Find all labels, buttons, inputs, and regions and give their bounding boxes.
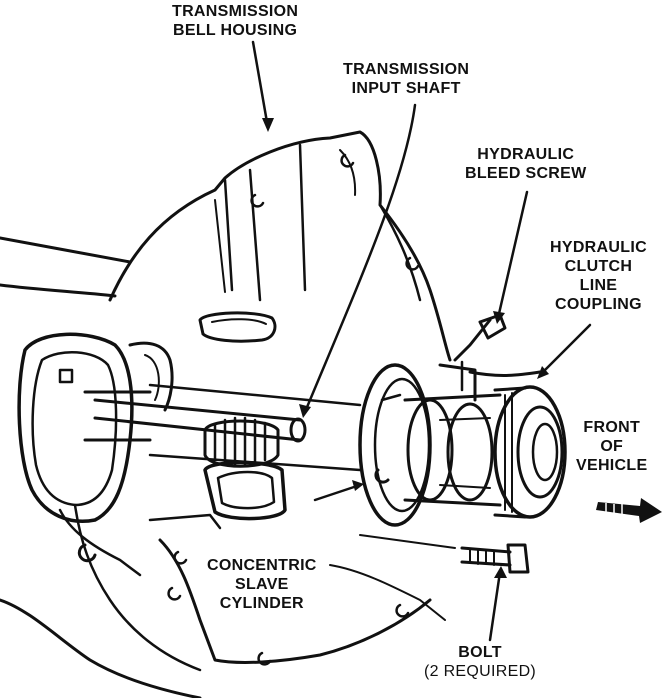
slave-cylinder-body <box>403 385 567 519</box>
housing-window <box>198 311 277 343</box>
label-bleed-screw-line-2: BLEED SCREW <box>465 165 587 182</box>
label-slave-cylinder-line-1: CONCENTRIC <box>207 557 317 574</box>
label-line-coupling-line-3: LINE <box>579 277 618 294</box>
label-bolt-line-1: BOLT <box>458 644 502 661</box>
label-slave-cylinder: CONCENTRIC SLAVE CYLINDER <box>207 556 317 613</box>
leader-line-coupling <box>538 323 592 377</box>
leader-bolt <box>488 570 502 642</box>
transmission-case <box>0 236 202 698</box>
leader-bleed-screw <box>496 190 529 320</box>
label-line-coupling-line-2: CLUTCH <box>564 258 633 275</box>
label-bell-housing: TRANSMISSION BELL HOUSING <box>172 2 298 40</box>
arrowhead-bell-housing <box>262 118 274 132</box>
arrowheads <box>262 118 549 578</box>
label-front-of-vehicle-line-1: FRONT <box>583 419 641 436</box>
front-arrow-icon <box>596 498 662 523</box>
label-bleed-screw-line-1: HYDRAULIC <box>477 146 575 163</box>
arrowhead-bleed-screw <box>493 311 505 324</box>
arrowhead-line-coupling <box>537 366 549 379</box>
label-front-of-vehicle-line-3: VEHICLE <box>576 457 648 474</box>
rear-housing <box>17 332 174 563</box>
input-shaft <box>93 383 362 472</box>
splined-gear <box>203 416 280 468</box>
label-slave-cylinder-line-2: SLAVE <box>235 576 289 593</box>
arrowhead-slave-cylinder <box>352 480 364 491</box>
label-line-coupling-line-1: HYDRAULIC <box>550 239 647 256</box>
label-bell-housing-line-1: TRANSMISSION <box>172 3 299 20</box>
label-line-coupling-line-4: COUPLING <box>555 296 642 313</box>
label-front-of-vehicle-line-2: OF <box>600 438 624 455</box>
label-line-coupling: HYDRAULIC CLUTCH LINE COUPLING <box>550 238 647 314</box>
flange-bolt-marks <box>167 153 420 666</box>
label-bell-housing-line-2: BELL HOUSING <box>173 22 298 39</box>
bolt <box>460 543 530 574</box>
label-bleed-screw: HYDRAULIC BLEED SCREW <box>465 145 587 183</box>
label-input-shaft: TRANSMISSION INPUT SHAFT <box>343 60 469 98</box>
label-slave-cylinder-line-3: CYLINDER <box>219 595 304 612</box>
arrowhead-bolt <box>494 566 507 578</box>
leader-slave-cylinder <box>313 483 362 502</box>
leader-bell-housing <box>251 40 270 130</box>
label-input-shaft-line-2: INPUT SHAFT <box>351 80 461 97</box>
arrowhead-input-shaft <box>299 404 311 418</box>
lower-window <box>203 460 287 521</box>
slave-cylinder-flange <box>358 363 432 527</box>
leader-input-shaft <box>303 103 417 414</box>
label-input-shaft-line-1: TRANSMISSION <box>343 61 470 78</box>
leader-bolt-extension <box>359 534 456 549</box>
label-bolt: BOLT (2 REQUIRED) <box>424 643 536 681</box>
label-bolt-line-2: (2 REQUIRED) <box>424 663 537 680</box>
label-front-of-vehicle: FRONT OF VEHICLE <box>576 418 647 475</box>
hydraulic-line <box>438 313 542 402</box>
leader-lines <box>251 40 592 642</box>
